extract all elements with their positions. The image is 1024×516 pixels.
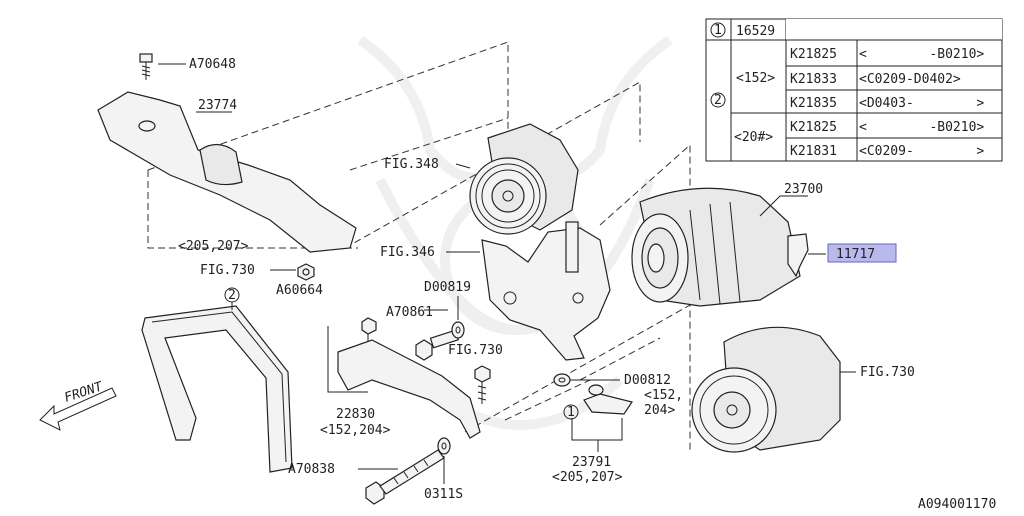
label-23700[interactable]: 23700: [784, 182, 823, 197]
label-23791[interactable]: 23791: [572, 455, 611, 470]
washer-d00812[interactable]: [553, 373, 620, 387]
label-23791-range: <205,207>: [552, 470, 623, 485]
callout-2-text: 2: [228, 288, 236, 303]
label-d00812-range1: <152,: [644, 388, 683, 403]
label-diagram-id: A094001170: [918, 497, 996, 512]
bolt-a70838[interactable]: [358, 449, 445, 505]
label-23774[interactable]: 23774: [198, 98, 237, 113]
table-group-20x: <20#>: [734, 130, 773, 145]
alternator-bracket[interactable]: [446, 221, 611, 361]
table-row-part[interactable]: K21831: [790, 144, 837, 159]
alternator-23700[interactable]: [631, 187, 808, 307]
label-22830[interactable]: 22830: [336, 407, 375, 422]
table-group-152: <152>: [736, 71, 775, 86]
table-row-range: <C0209-D0402>: [859, 72, 961, 87]
assembly-guide-lines: [147, 41, 691, 450]
power-steering-pump[interactable]: [455, 123, 579, 235]
callout-1-text: 1: [567, 405, 575, 420]
table-row-range: <C0209- >: [859, 144, 984, 159]
callout-1[interactable]: 1: [567, 405, 575, 420]
bolt-a70648[interactable]: [139, 53, 186, 80]
label-fig730-mid[interactable]: FIG.730: [448, 343, 503, 358]
table-row-part[interactable]: K21825: [790, 120, 837, 135]
label-a70648[interactable]: A70648: [189, 57, 236, 72]
label-fig348[interactable]: FIG.348: [384, 157, 439, 172]
table-num-2: 2: [714, 93, 722, 108]
label-11717[interactable]: 11717: [836, 247, 875, 262]
drive-belt[interactable]: [141, 302, 293, 473]
table-row-range: < -B0210>: [859, 47, 984, 62]
label-fig730-right[interactable]: FIG.730: [860, 365, 915, 380]
bracket-23791[interactable]: [563, 384, 633, 452]
table-row-range: < -B0210>: [859, 120, 984, 135]
label-fig346[interactable]: FIG.346: [380, 245, 435, 260]
label-front: FRONT: [63, 379, 106, 406]
front-arrow: [39, 387, 117, 431]
table-num-1: 1: [714, 23, 722, 38]
part-labels: A70648 23774 <205,207> FIG.348 FIG.346 F…: [63, 57, 997, 512]
callout-2[interactable]: 2: [224, 287, 240, 303]
label-0311s[interactable]: 0311S: [424, 487, 463, 502]
label-d00812-range2: 204>: [644, 403, 675, 418]
highlight-11717[interactable]: 11717: [827, 243, 897, 263]
bolt-bracket[interactable]: [474, 365, 491, 404]
nut-a60664[interactable]: [270, 263, 315, 281]
label-d00812[interactable]: D00812: [624, 373, 671, 388]
table-row-part[interactable]: K21825: [790, 47, 837, 62]
label-fig730-left[interactable]: FIG.730: [200, 263, 255, 278]
bolt-a70861[interactable]: [415, 309, 460, 361]
table-row-part[interactable]: K21835: [790, 96, 837, 111]
washer-0311s[interactable]: [437, 437, 451, 484]
table-row-part[interactable]: K21833: [790, 72, 837, 87]
table-row-range: <D0403- >: [859, 96, 984, 111]
bracket-22830[interactable]: [327, 317, 481, 439]
terminal-11717[interactable]: [787, 233, 826, 278]
ac-compressor[interactable]: [691, 326, 856, 453]
cover-23774[interactable]: [97, 91, 357, 253]
label-22830-range: <152,204>: [320, 423, 391, 438]
parts-table: 1 16529 2 <152> <20#> K21825 < -B0210> K…: [705, 18, 1003, 162]
label-a70838[interactable]: A70838: [288, 462, 335, 477]
label-a60664[interactable]: A60664: [276, 283, 323, 298]
table-part-16529[interactable]: 16529: [736, 24, 775, 39]
label-d00819[interactable]: D00819: [424, 280, 471, 295]
washer-d00819[interactable]: [451, 296, 465, 339]
label-a70861[interactable]: A70861: [386, 305, 433, 320]
label-23774-range: <205,207>: [178, 239, 249, 254]
